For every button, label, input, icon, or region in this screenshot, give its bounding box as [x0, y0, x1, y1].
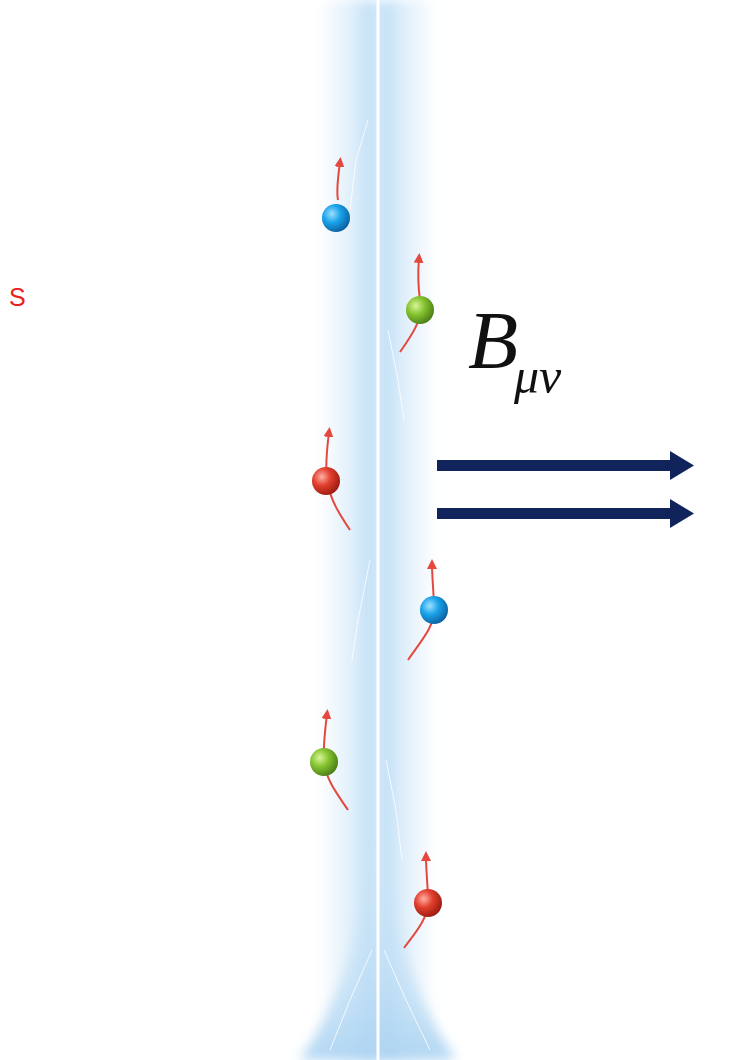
side-letter: S	[9, 285, 26, 310]
emission-arrows	[437, 451, 694, 528]
particles	[310, 204, 448, 917]
field-symbol: B	[468, 300, 518, 382]
spin-arrows	[324, 162, 434, 948]
field-indices: μν	[514, 351, 561, 401]
string-core	[377, 0, 380, 1060]
string-filaments	[330, 120, 430, 1050]
